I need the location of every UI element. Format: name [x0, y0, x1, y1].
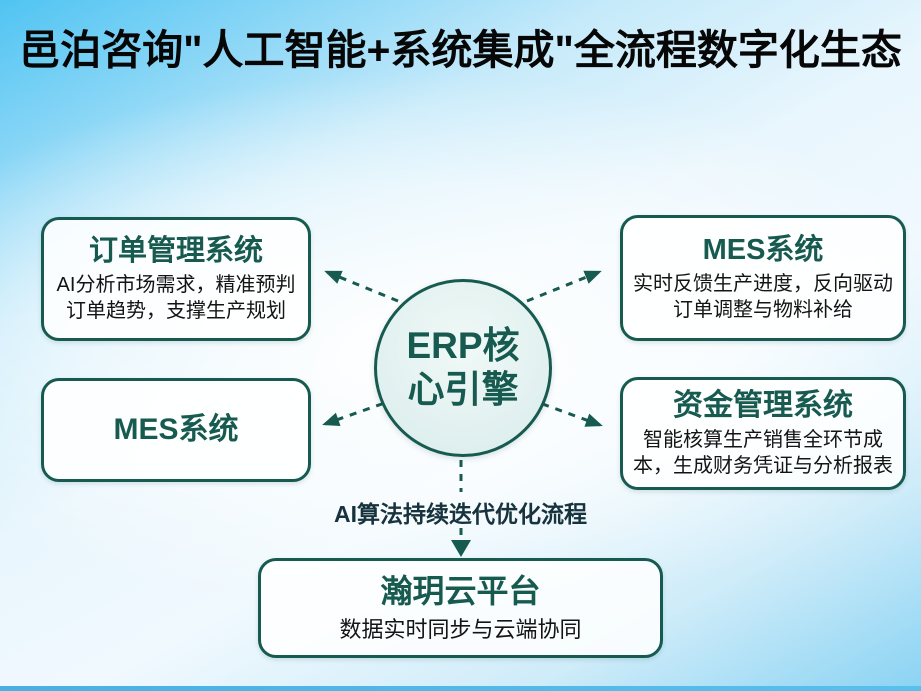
node-cloud-title: 瀚玥云平台 — [380, 573, 541, 610]
node-erp-core-engine: ERP核 心引擎 — [374, 279, 552, 457]
hub-label-line2: 心引擎 — [407, 369, 519, 410]
hub-label: ERP核 心引擎 — [406, 324, 519, 411]
arrow-hub-to-mes-left — [322, 397, 397, 426]
node-order-management: 订单管理系统 AI分析市场需求，精准预判订单趋势，支撑生产规划 — [41, 217, 311, 341]
node-order-title: 订单管理系统 — [88, 235, 263, 268]
page-title: 邑泊咨询"人工智能+系统集成"全流程数字化生态 — [19, 27, 902, 73]
node-cloud-platform: 瀚玥云平台 数据实时同步与云端协同 — [258, 558, 663, 658]
node-fund-title: 资金管理系统 — [673, 389, 853, 423]
arrow-hub-to-mes-right — [526, 270, 602, 303]
arrow-hub-to-order — [324, 270, 399, 303]
flow-optimization-label: AI算法持续迭代优化流程 — [334, 501, 587, 527]
node-mes-feedback: MES系统 实时反馈生产进度，反向驱动订单调整与物料补给 — [620, 215, 906, 341]
node-mes-title: MES系统 — [113, 413, 239, 447]
node-mes-feedback-title: MES系统 — [702, 234, 824, 267]
node-order-desc: AI分析市场需求，精准预判订单趋势，支撑生产规划 — [56, 273, 296, 323]
node-cloud-desc: 数据实时同步与云端协同 — [339, 617, 582, 643]
node-fund-management: 资金管理系统 智能核算生产销售全环节成本，生成财务凭证与分析报表 — [620, 377, 906, 490]
node-mes-feedback-desc: 实时反馈生产进度，反向驱动订单调整与物料补给 — [633, 272, 893, 322]
node-mes: MES系统 — [41, 378, 311, 482]
hub-label-line1: ERP核 — [406, 325, 520, 367]
node-fund-desc: 智能核算生产销售全环节成本，生成财务凭证与分析报表 — [633, 428, 893, 478]
arrow-hub-to-cloud-head — [451, 540, 471, 557]
